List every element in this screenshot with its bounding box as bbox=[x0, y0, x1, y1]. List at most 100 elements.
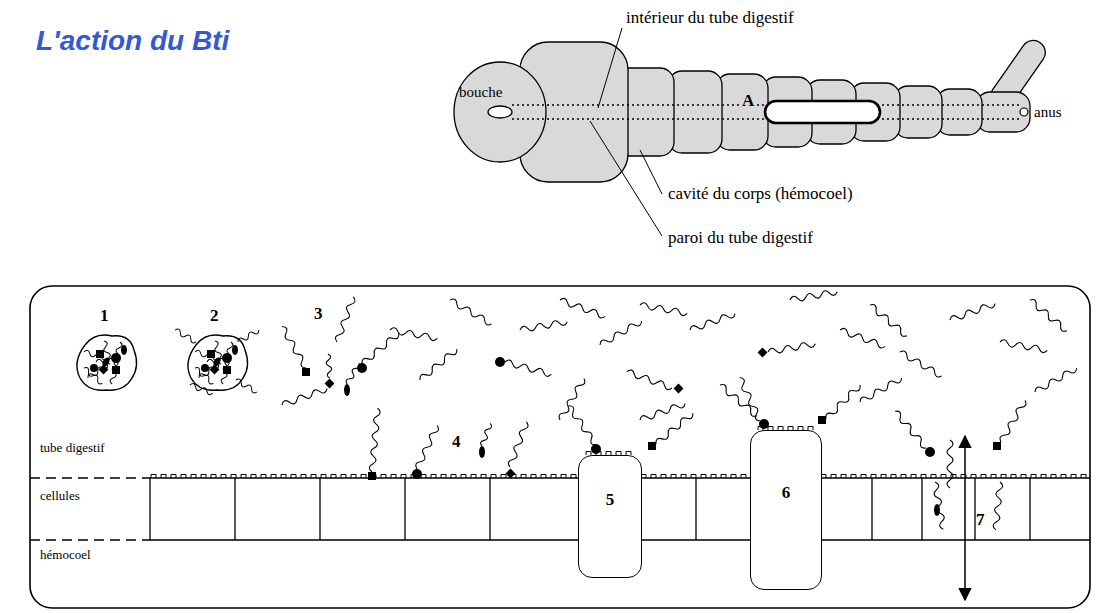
toxin-strand bbox=[932, 481, 946, 529]
toxin-strand bbox=[859, 375, 904, 404]
toxin-crystal bbox=[188, 335, 248, 390]
toxin-strand bbox=[507, 421, 529, 468]
toxin-strand bbox=[718, 383, 759, 418]
toxin-strand bbox=[334, 296, 356, 343]
microvilli bbox=[757, 425, 815, 430]
toxin-head bbox=[993, 442, 1001, 450]
toxin-strand bbox=[839, 327, 886, 349]
toxin-head bbox=[925, 447, 935, 457]
toxin-strand bbox=[949, 301, 996, 323]
toxin-strand bbox=[360, 331, 401, 366]
passage-arrow bbox=[964, 436, 966, 600]
toxin-strand bbox=[279, 325, 308, 370]
toxin-strand bbox=[767, 341, 815, 355]
callout-number: 2 bbox=[210, 306, 219, 326]
body-segment bbox=[454, 42, 1030, 182]
toxin-strand bbox=[639, 302, 687, 316]
toxin-strand bbox=[174, 328, 260, 396]
callout-number: 3 bbox=[314, 304, 323, 324]
head bbox=[454, 62, 546, 162]
toxin-strand bbox=[689, 311, 736, 333]
toxin-strand bbox=[504, 359, 552, 377]
microvilli bbox=[585, 450, 635, 455]
toxin-strand bbox=[279, 289, 1078, 530]
microvilli bbox=[585, 450, 635, 455]
part-label: anus bbox=[1034, 103, 1062, 121]
epithelium bbox=[30, 478, 150, 540]
toxin-head bbox=[506, 469, 516, 479]
body-segment bbox=[976, 92, 1030, 132]
diagram-title: L'action du Bti bbox=[36, 24, 229, 58]
epithelium bbox=[30, 478, 1090, 540]
larva bbox=[454, 28, 1050, 236]
toxin-strand bbox=[449, 297, 494, 326]
toxin-head bbox=[325, 379, 335, 389]
microvilli bbox=[757, 425, 815, 430]
toxin-head bbox=[479, 446, 485, 458]
toxin-strand bbox=[559, 297, 606, 319]
swollen-cell: 5 bbox=[578, 455, 642, 578]
part-label: intérieur du tube digestif bbox=[626, 8, 794, 28]
toxin-strand bbox=[899, 349, 944, 378]
toxin-head bbox=[495, 357, 505, 367]
toxin-strand bbox=[519, 319, 567, 333]
toxin-head bbox=[648, 442, 656, 450]
toxin-crystal bbox=[77, 335, 137, 390]
toxin-strand bbox=[737, 376, 763, 422]
body-segment bbox=[716, 74, 768, 150]
toxin-strand bbox=[369, 408, 381, 472]
part-label: paroi du tube digestif bbox=[668, 228, 813, 248]
body-segment bbox=[936, 89, 982, 135]
zone-letter: A bbox=[741, 91, 755, 111]
leader-line bbox=[590, 28, 662, 236]
toxin-strand bbox=[868, 303, 909, 338]
layer-label: cellules bbox=[40, 488, 80, 504]
toxin-strand bbox=[999, 339, 1047, 353]
toxin-head bbox=[818, 416, 826, 424]
toxin-strand bbox=[1028, 298, 1069, 333]
toxin-strand bbox=[566, 404, 598, 447]
callout-number: 4 bbox=[452, 432, 461, 452]
toxin-strand bbox=[235, 378, 258, 394]
toxin-strand bbox=[414, 424, 440, 470]
anus-opening bbox=[1020, 108, 1028, 116]
part-label: cavité du corps (hémocoel) bbox=[668, 184, 853, 204]
toxin-strand bbox=[480, 423, 493, 447]
toxin-strand bbox=[237, 328, 260, 344]
callout-number: 1 bbox=[100, 306, 109, 326]
toxin-head bbox=[758, 348, 768, 358]
layer-label: hémocoel bbox=[40, 547, 91, 563]
toxin-head bbox=[934, 504, 940, 516]
toxin-strand bbox=[639, 401, 686, 423]
toxin-strand bbox=[626, 369, 673, 391]
mouth bbox=[488, 106, 512, 118]
layer-label: tube digestif bbox=[40, 440, 105, 456]
callout-number: 6 bbox=[751, 483, 821, 503]
toxin-strand bbox=[174, 328, 197, 344]
toxin-strand bbox=[993, 482, 1003, 530]
toxin-strand bbox=[599, 318, 644, 347]
toxin-strand bbox=[824, 383, 862, 421]
toxin-strand bbox=[418, 347, 459, 382]
toxin-strand bbox=[325, 354, 332, 378]
toxin-strand bbox=[654, 411, 695, 446]
toxin-strand bbox=[998, 399, 1027, 444]
body-segment bbox=[894, 86, 942, 138]
swollen-cell: 6 bbox=[750, 430, 822, 590]
toxin-strand bbox=[189, 383, 213, 396]
body-segment bbox=[668, 71, 722, 153]
toxin-head bbox=[302, 368, 310, 376]
toxin-strand bbox=[1034, 365, 1079, 394]
toxin-strand bbox=[893, 409, 928, 450]
toxin-strand bbox=[789, 289, 837, 303]
toxin-strand bbox=[389, 327, 437, 341]
callout-number: 7 bbox=[976, 510, 985, 530]
toxin-head bbox=[344, 384, 350, 396]
toxin-head bbox=[412, 469, 422, 479]
part-label: bouche bbox=[459, 83, 502, 101]
toxin-strand bbox=[947, 440, 953, 488]
toxin-head bbox=[368, 472, 376, 480]
toxin-strand bbox=[281, 386, 328, 408]
detail-panel bbox=[30, 286, 1090, 608]
